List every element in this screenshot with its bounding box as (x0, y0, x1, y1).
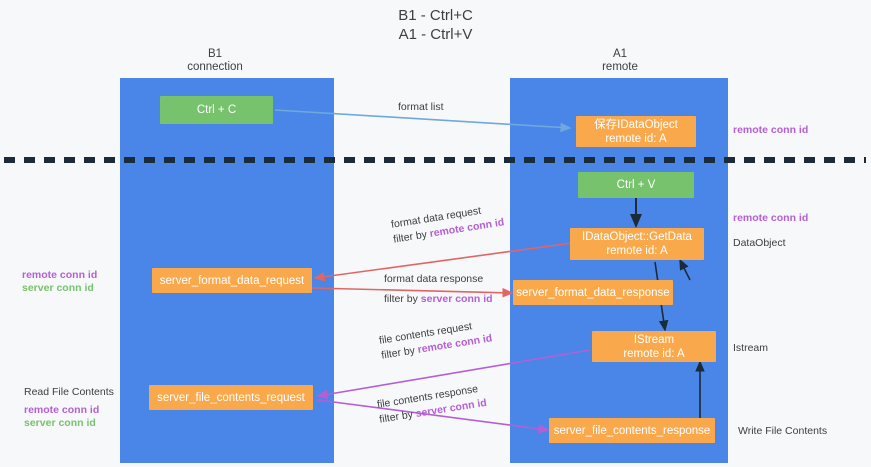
annotation-left-server-conn-id: server conn id (22, 282, 94, 294)
node-ctrl-c[interactable]: Ctrl + C (160, 96, 273, 124)
diagram-title: B1 - Ctrl+C A1 - Ctrl+V (398, 7, 473, 43)
node-save-idataobject-sublabel: remote id: A (605, 132, 667, 145)
annotation-right-remote-conn-id-mid: remote conn id (733, 212, 809, 224)
node-ctrl-v[interactable]: Ctrl + V (578, 172, 694, 198)
annotation-right-remote-conn-id-top: remote conn id (733, 124, 809, 136)
node-server-format-data-response-label: server_format_data_response (516, 286, 670, 299)
filter-prefix-2: filter by (384, 293, 421, 305)
annotation-right-dataobject: DataObject (733, 237, 786, 249)
annotation-left-remote-conn-id: remote conn id (22, 269, 98, 281)
edge-label-format-data-response: format data response filter by server co… (384, 272, 493, 307)
node-idataobject-getdata-sublabel: remote id: A (606, 245, 668, 257)
edge-label-format-list: format list (398, 100, 444, 115)
edge-label-file-contents-response: file contents response filter by server … (376, 381, 488, 428)
edge-label-file-contents-request: file contents request filter by remote c… (378, 316, 493, 363)
node-server-file-contents-request-label: server_file_contents_request (157, 391, 305, 404)
edge-label-format-data-response-line1: format data response (384, 273, 484, 285)
node-idataobject-getdata[interactable]: IDataObject::GetData remote id: A (570, 228, 704, 260)
node-istream-sublabel: remote id: A (623, 347, 685, 360)
node-server-format-data-request[interactable]: server_format_data_request (152, 268, 312, 293)
filter-accent-2: server conn id (420, 293, 493, 305)
node-idataobject-getdata-label: IDataObject::GetData (582, 231, 692, 243)
edge-label-format-data-request: format data request filter by remote con… (390, 200, 505, 247)
node-server-file-contents-request[interactable]: server_file_contents_request (149, 385, 313, 410)
node-save-idataobject[interactable]: 保存IDataObject remote id: A (576, 116, 696, 147)
node-istream[interactable]: IStream remote id: A (592, 331, 716, 362)
node-server-format-data-request-label: server_format_data_request (159, 274, 305, 287)
column-header-a1: A1 remote (602, 48, 638, 73)
column-header-b1: B1 connection (187, 48, 243, 73)
node-istream-label: IStream (633, 333, 675, 346)
annotation-left-server-conn-id-2: server conn id (24, 417, 96, 429)
annotation-right-write-file-contents: Write File Contents (738, 425, 828, 437)
node-server-file-contents-response-label: server_file_contents_response (553, 424, 711, 437)
node-server-file-contents-response[interactable]: server_file_contents_response (549, 418, 715, 443)
annotation-left-remote-conn-id-2: remote conn id (24, 404, 100, 416)
node-save-idataobject-label: 保存IDataObject (594, 118, 678, 131)
edge-label-format-data-response-line2: filter by server conn id (384, 292, 493, 307)
node-ctrl-c-label: Ctrl + C (196, 104, 237, 116)
node-server-format-data-response[interactable]: server_format_data_response (513, 280, 673, 305)
annotation-right-istream: Istream (733, 342, 769, 354)
node-ctrl-v-label: Ctrl + V (616, 179, 656, 191)
edge-label-format-list-line1: format list (398, 101, 444, 113)
annotation-left-read-file-contents: Read File Contents (24, 386, 114, 398)
